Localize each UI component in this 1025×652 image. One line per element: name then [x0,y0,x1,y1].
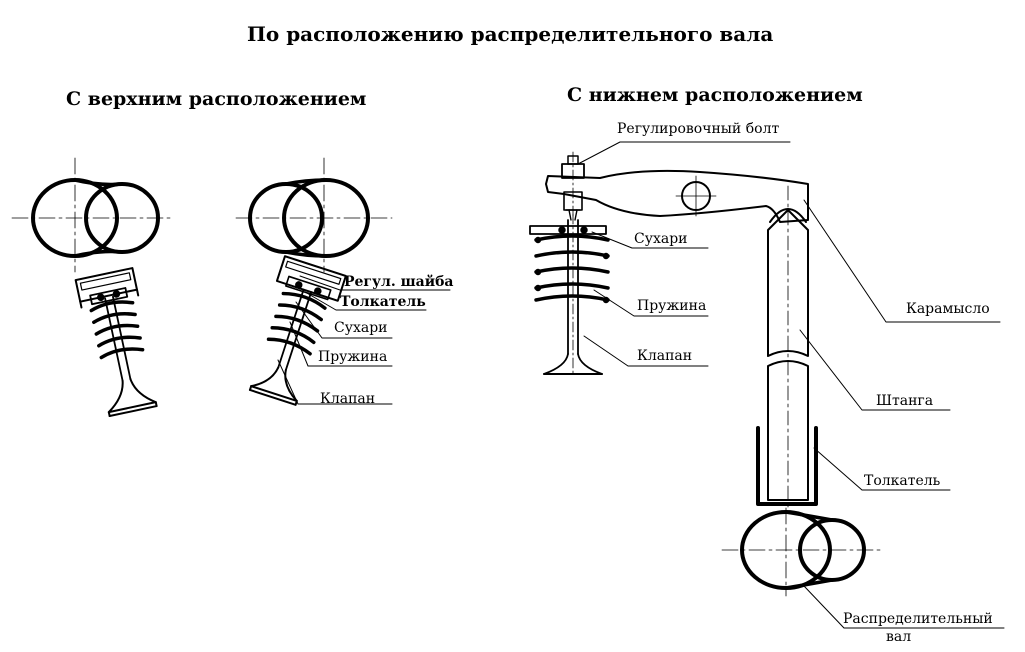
tappet-lower [756,426,818,506]
rocker-arm [545,169,809,223]
diagram-title: По расположению распределительного вала [247,22,774,46]
label-camshaft-line1: Распределительный [843,611,993,627]
cam-lobe-overhead-a [11,157,173,273]
label-keepers-lower: Сухари [634,231,688,247]
label-camshaft-line2: вал [886,629,912,645]
label-spring-lower: Пружина [637,298,707,314]
section-title-lower: С нижнем расположением [567,84,863,106]
label-valve-lower: Клапан [637,348,693,364]
adjusting-bolt [561,151,585,221]
valve-assembly-overhead-b [248,255,347,406]
valve-assembly-lower [529,213,610,377]
label-adjusting-bolt: Регулировочный болт [617,121,780,137]
label-tappet-lower: Толкатель [864,473,941,489]
section-title-overhead: С верхним расположением [66,88,367,110]
label-valve-overhead: Клапан [320,391,376,407]
leader-lines-overhead [277,275,451,405]
label-pushrod: Штанга [876,393,934,409]
label-spring-overhead: Пружина [318,349,388,365]
label-keepers-overhead: Сухари [334,320,388,336]
cam-lobe-overhead-b [235,157,393,273]
label-rocker: Карамысло [906,301,990,317]
pushrod [767,185,809,509]
label-tappet-overhead: Толкатель [340,294,426,310]
leader-lines-lower [577,141,1005,629]
valve-assembly-overhead-a [74,267,158,418]
label-shim: Регул. шайба [344,274,454,290]
camshaft-lower [721,507,881,597]
